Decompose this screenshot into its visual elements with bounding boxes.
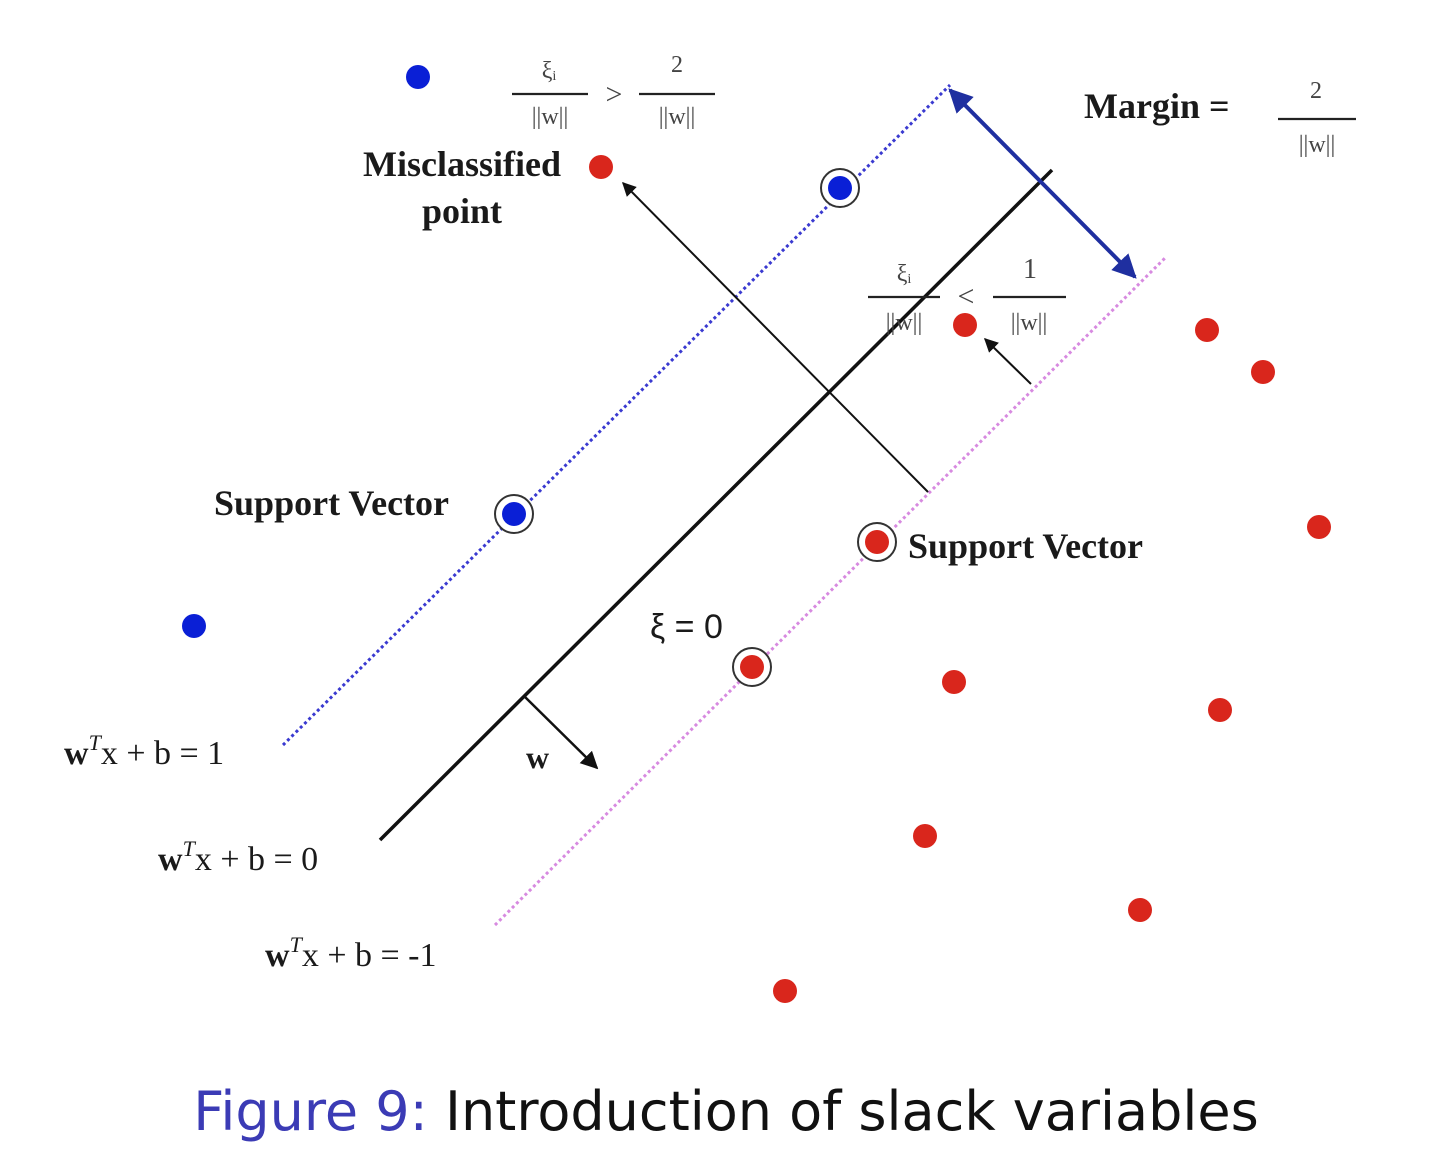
lower-margin-line (493, 256, 1167, 927)
margin-label: Margin = (1084, 86, 1230, 126)
red-point (1251, 360, 1275, 384)
margin-violating-red-point (953, 313, 977, 337)
svg-text:ξᵢ: ξᵢ (897, 261, 912, 287)
svg-text:<: < (958, 280, 975, 313)
misclassified-label-point: point (422, 191, 502, 231)
svg-text:2: 2 (1310, 78, 1322, 104)
red-support-vector-point (865, 530, 889, 554)
blue-point (182, 614, 206, 638)
equation-minus-one: wTx + b = -1 (265, 932, 436, 974)
blue-support-vector-point (502, 502, 526, 526)
w-normal-vector-arrow (523, 695, 599, 770)
margin-fraction: 2 ||w|| (1278, 78, 1356, 158)
svg-text:||w||: ||w|| (659, 104, 696, 130)
svg-text:||w||: ||w|| (886, 310, 923, 336)
misclassified-red-point (589, 155, 613, 179)
figure-caption: Figure 9: Introduction of slack variable… (0, 1080, 1452, 1143)
support-vector-label-right: Support Vector (908, 526, 1143, 566)
blue-point (406, 65, 430, 89)
caption-text: Introduction of slack variables (445, 1080, 1259, 1143)
red-point (773, 979, 797, 1003)
red-point (942, 670, 966, 694)
red-support-vector-point (740, 655, 764, 679)
slack-arrow-misclassified (622, 182, 929, 493)
slack-arrow-inside-margin (983, 338, 1032, 385)
svg-text:2: 2 (671, 52, 683, 78)
misclassified-slack-inequality: ξᵢ ||w|| > 2 ||w|| (512, 52, 715, 130)
misclassified-label: Misclassified (363, 144, 561, 184)
svm-slack-diagram: ξᵢ ||w|| > 2 ||w|| Margin = 2 ||w|| ξᵢ |… (64, 52, 1356, 1003)
svg-text:||w||: ||w|| (1011, 310, 1048, 336)
equation-zero: wTx + b = 0 (158, 836, 318, 878)
figure-label: Figure 9: (193, 1080, 428, 1143)
red-point (1208, 698, 1232, 722)
red-point (913, 824, 937, 848)
svg-text:||w||: ||w|| (532, 104, 569, 130)
red-point (1128, 898, 1152, 922)
margin-violation-slack-inequality: ξᵢ ||w|| < 1 ||w|| (868, 254, 1066, 336)
red-point (1195, 318, 1219, 342)
equation-plus-one: wTx + b = 1 (64, 730, 224, 772)
svg-text:ξᵢ: ξᵢ (542, 58, 557, 84)
support-vector-label-left: Support Vector (214, 483, 449, 523)
svg-text:1: 1 (1023, 254, 1037, 285)
blue-support-vector-point (828, 176, 852, 200)
decision-boundary-line (378, 168, 1054, 842)
w-vector-label: w (526, 739, 549, 775)
xi-zero-label: ξ = 0 (650, 608, 723, 646)
svg-text:||w||: ||w|| (1299, 132, 1336, 158)
svg-text:>: > (606, 78, 623, 111)
red-point (1307, 515, 1331, 539)
margin-width-arrow (948, 88, 1137, 279)
